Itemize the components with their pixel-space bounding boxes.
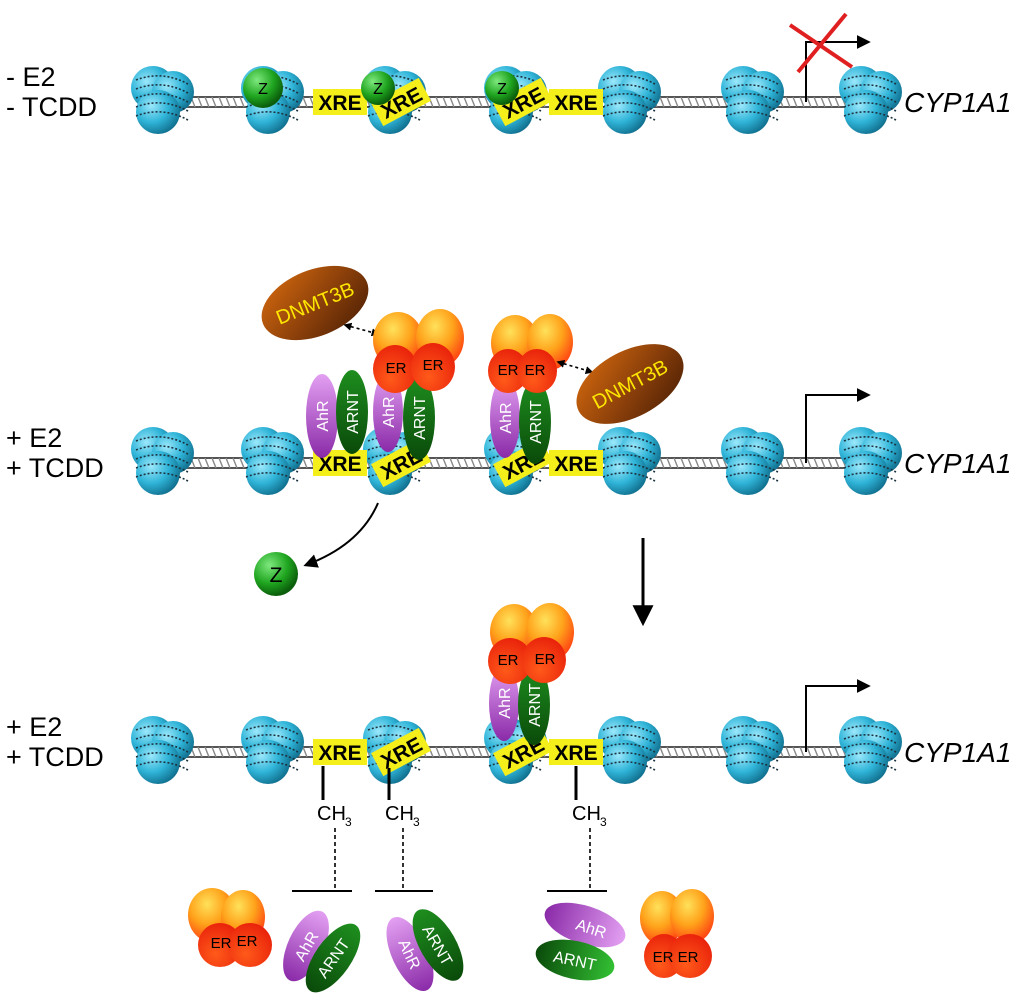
z-label: Z bbox=[497, 81, 507, 98]
arnt-label: ARNT bbox=[527, 683, 544, 727]
free-ahr-arnt-3: AhR ARNT bbox=[535, 902, 626, 981]
dnmt3b-right: DNMT3B bbox=[576, 344, 684, 424]
nucleosome bbox=[839, 66, 902, 134]
condition-e2: + E2 bbox=[6, 712, 62, 742]
free-er-dimer-left: ER ER bbox=[188, 888, 272, 967]
gene-label: CYP1A1 bbox=[904, 448, 1011, 479]
nucleosome bbox=[131, 716, 194, 784]
nucleosome bbox=[721, 716, 784, 784]
er-label: ER bbox=[237, 933, 258, 950]
nucleosome bbox=[131, 427, 194, 495]
ahr-arnt-er-complex-2: AhR ARNT ER ER bbox=[488, 314, 573, 464]
er-label: ER bbox=[211, 935, 232, 952]
methyl-subscript: 3 bbox=[345, 815, 352, 829]
dnmt-er-interaction-left bbox=[343, 322, 380, 337]
free-er-dimer-right: ER ER bbox=[640, 889, 714, 978]
row1-repressor-z-3: Z bbox=[485, 71, 519, 105]
transcription-start-arrow bbox=[805, 388, 871, 463]
transcription-start-arrow bbox=[805, 35, 871, 102]
row1-repressor-z-1: Z bbox=[243, 68, 283, 108]
ahr-label: AhR bbox=[315, 400, 332, 431]
methyl-subscript: 3 bbox=[413, 815, 420, 829]
xre-label: XRE bbox=[318, 742, 361, 765]
ahr-arnt-er-complex-1: AhR ARNT ER ER bbox=[373, 309, 464, 460]
nucleosome bbox=[598, 427, 661, 495]
gene-label: CYP1A1 bbox=[904, 737, 1011, 768]
free-ahr-arnt-2: AhR ARNT bbox=[386, 909, 464, 992]
xre-element: XRE bbox=[549, 450, 603, 476]
nucleosome bbox=[131, 66, 194, 134]
methyl-label: CH bbox=[317, 803, 346, 825]
nucleosome bbox=[839, 427, 902, 495]
condition-e2: - E2 bbox=[6, 62, 56, 92]
er-dimer: ER ER bbox=[488, 314, 573, 393]
er-label: ER bbox=[423, 357, 444, 374]
methyl-label: CH bbox=[572, 803, 601, 825]
xre-element: XRE bbox=[549, 739, 603, 765]
release-arrow bbox=[303, 502, 379, 568]
nucleosome bbox=[598, 716, 661, 784]
er-label: ER bbox=[678, 949, 699, 966]
xre-label: XRE bbox=[318, 92, 361, 115]
ahr-arnt-dimer-left: AhR ARNT bbox=[306, 370, 368, 458]
ahr-label: AhR bbox=[381, 396, 398, 427]
ahr-label: AhR bbox=[497, 687, 514, 718]
xre-element: XRE bbox=[371, 727, 431, 777]
xre-element: XRE bbox=[313, 739, 367, 765]
er-label: ER bbox=[498, 362, 519, 379]
released-z: Z bbox=[254, 552, 298, 596]
condition-tcdd: + TCDD bbox=[6, 742, 104, 772]
er-dimer: ER ER bbox=[373, 309, 464, 393]
ahr-label: AhR bbox=[498, 402, 515, 433]
nucleosome bbox=[721, 427, 784, 495]
row1-repressor-z-2: Z bbox=[361, 71, 395, 105]
er-label: ER bbox=[498, 652, 519, 669]
z-label: Z bbox=[270, 564, 283, 587]
xre-label: XRE bbox=[554, 92, 597, 115]
arnt-label: ARNT bbox=[412, 396, 429, 440]
er-label: ER bbox=[653, 949, 674, 966]
xre-element: XRE bbox=[549, 89, 603, 115]
free-ahr-arnt-1: AhR ARNT bbox=[283, 910, 361, 993]
methyl-subscript: 3 bbox=[600, 815, 607, 829]
z-label: Z bbox=[258, 81, 268, 98]
methyl-label: CH bbox=[385, 803, 414, 825]
nucleosome bbox=[721, 66, 784, 134]
er-dimer: ER ER bbox=[488, 603, 574, 684]
row1-blocked-transcription-icon bbox=[788, 12, 854, 74]
xre-label: XRE bbox=[318, 453, 361, 476]
nucleosome bbox=[241, 716, 304, 784]
xre-label: XRE bbox=[554, 742, 597, 765]
nucleosome bbox=[839, 716, 902, 784]
arnt-label: ARNT bbox=[345, 390, 362, 434]
er-label: ER bbox=[525, 362, 546, 379]
xre-element: XRE bbox=[313, 89, 367, 115]
er-label: ER bbox=[386, 360, 407, 377]
transcription-start-arrow bbox=[805, 679, 871, 752]
z-label: Z bbox=[373, 81, 383, 98]
nucleosome bbox=[598, 66, 661, 134]
er-label: ER bbox=[535, 651, 556, 668]
ahr-arnt-er-complex-3: AhR ARNT ER ER bbox=[488, 603, 574, 745]
gene-label: CYP1A1 bbox=[904, 87, 1011, 118]
dnmt3b-left: DNMT3B bbox=[261, 265, 369, 341]
nucleosome bbox=[241, 427, 304, 495]
condition-tcdd: - TCDD bbox=[6, 92, 97, 122]
xre-element: XRE bbox=[313, 450, 367, 476]
arnt-label: ARNT bbox=[528, 400, 545, 444]
xre-label: XRE bbox=[554, 453, 597, 476]
condition-tcdd: + TCDD bbox=[6, 453, 104, 483]
condition-e2: + E2 bbox=[6, 423, 62, 453]
